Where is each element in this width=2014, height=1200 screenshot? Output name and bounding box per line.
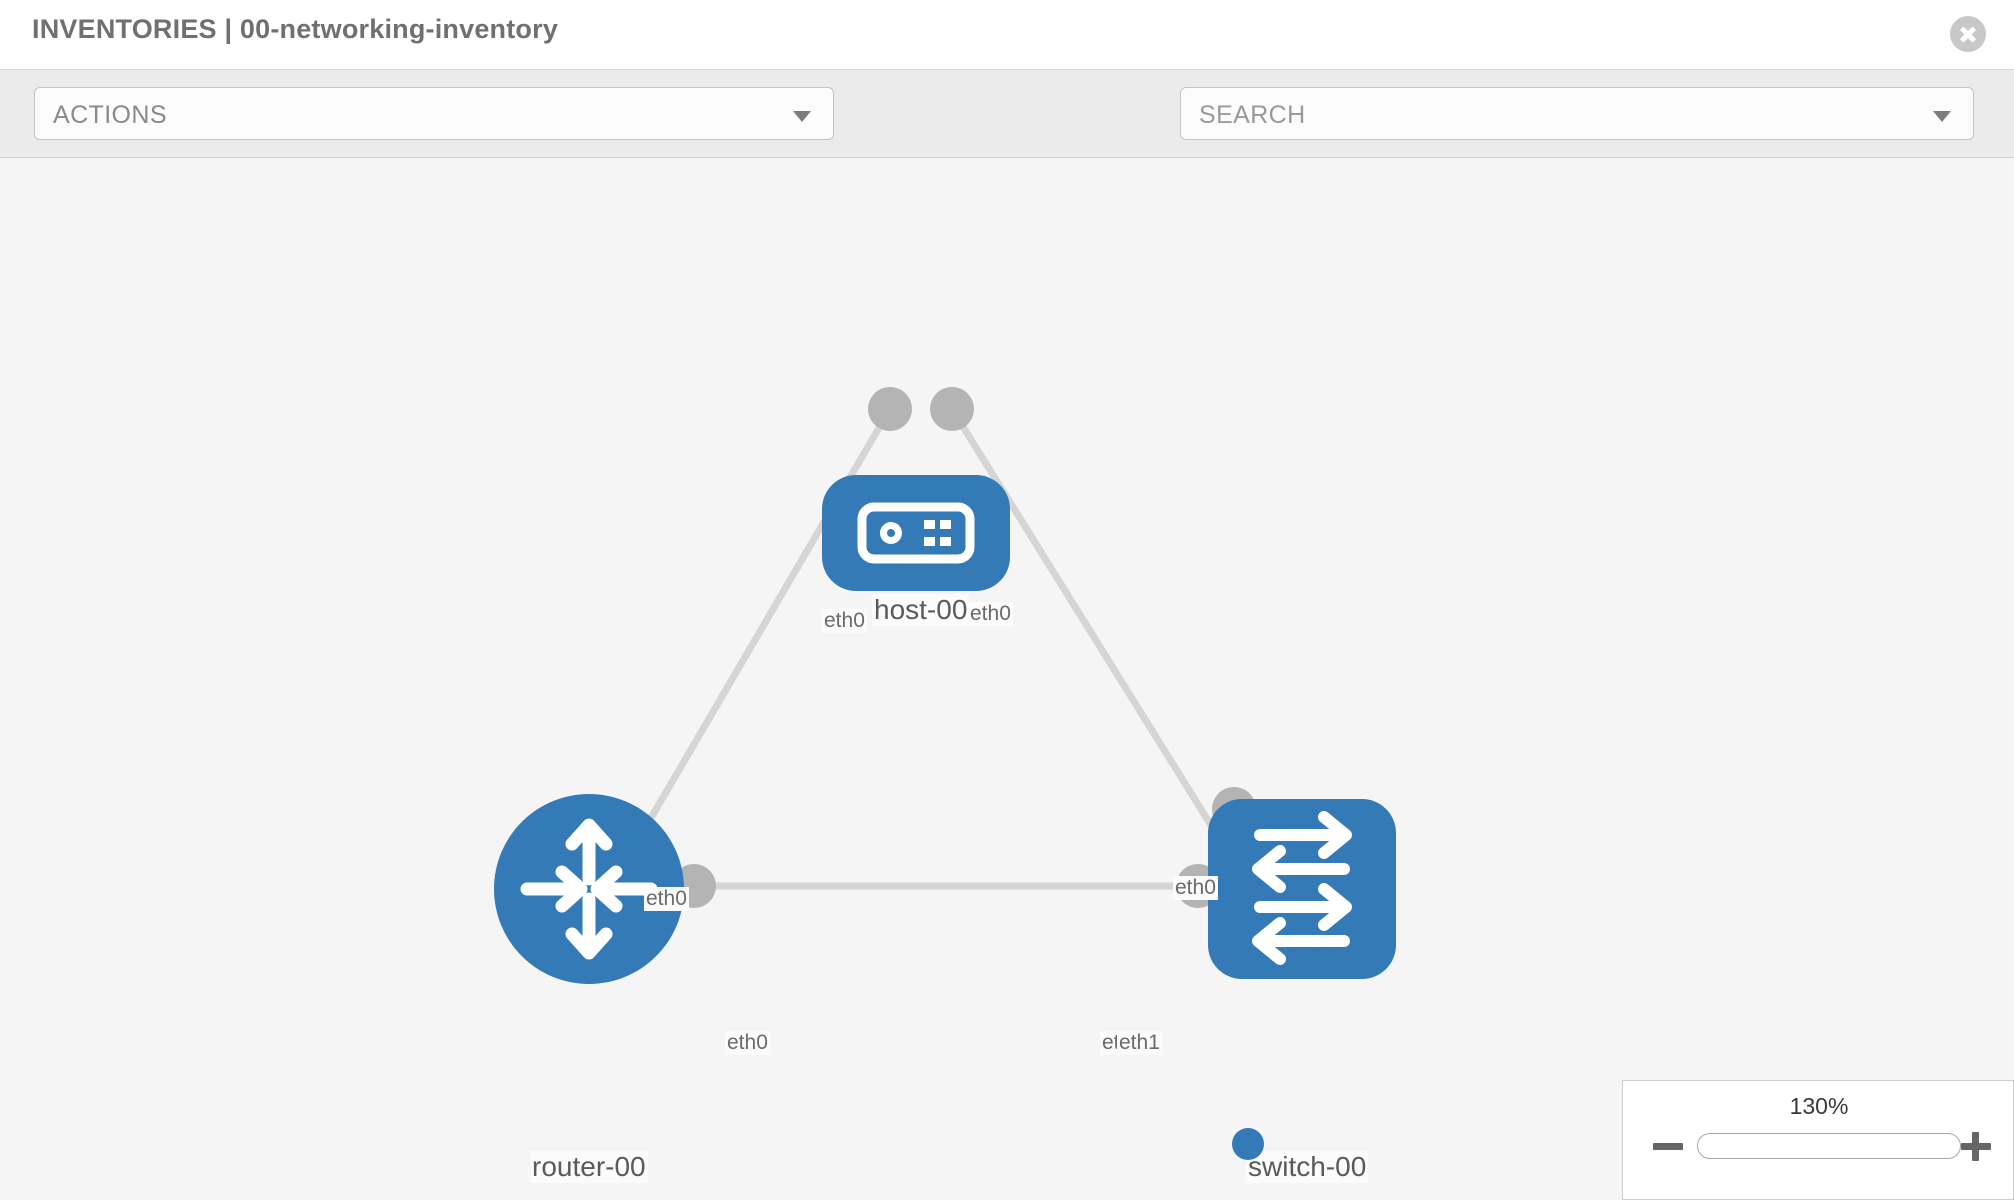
node-router-00[interactable] <box>494 794 684 984</box>
close-icon[interactable] <box>1950 16 1986 52</box>
search-chevron-down-icon[interactable] <box>1933 111 1951 122</box>
connector-layer <box>672 387 1256 908</box>
edge-label-host-left: eth0 <box>822 609 867 633</box>
page-header: INVENTORIES | 00-networking-inventory <box>0 0 2014 70</box>
connector-host-left <box>868 387 912 431</box>
search-placeholder: SEARCH <box>1199 101 1306 129</box>
edge-label-router-upper: eth0 <box>644 887 689 911</box>
edge-host-switch <box>949 407 1235 861</box>
page-title: INVENTORIES | 00-networking-inventory <box>32 14 559 44</box>
node-switch-00[interactable] <box>1208 799 1396 979</box>
node-host-00[interactable] <box>822 475 1010 591</box>
actions-dropdown[interactable]: ACTIONS <box>34 87 834 140</box>
zoom-slider-thumb[interactable] <box>1232 1128 1264 1160</box>
edge-label-switch-upper: eth0 <box>1173 876 1218 900</box>
chevron-down-icon <box>793 111 811 122</box>
topology-graph <box>494 387 1396 984</box>
actions-dropdown-label: ACTIONS <box>53 101 167 129</box>
node-label-switch-00: switch-00 <box>1246 1151 1369 1183</box>
node-label-host-00: host-00 <box>872 594 970 626</box>
topology-canvas[interactable]: host-00 router-00 switch-00 eth0 eth0 et… <box>0 159 2014 1200</box>
zoom-control-panel: 130% <box>1622 1080 2014 1200</box>
connector-host-right <box>930 387 974 431</box>
edge-label-switch-left: eth1 <box>1117 1031 1162 1055</box>
zoom-in-icon[interactable] <box>1959 1129 1993 1163</box>
zoom-level-label: 130% <box>1789 1093 1849 1119</box>
edge-label-router-right: eth0 <box>725 1031 770 1055</box>
toolbar: ACTIONS SEARCH <box>0 70 2014 206</box>
node-label-router-00: router-00 <box>530 1151 648 1183</box>
edge-label-host-right: eth0 <box>968 602 1013 626</box>
zoom-slider-track[interactable] <box>1697 1133 1961 1159</box>
search-input[interactable]: SEARCH <box>1180 87 1974 140</box>
zoom-out-icon[interactable] <box>1651 1129 1685 1163</box>
